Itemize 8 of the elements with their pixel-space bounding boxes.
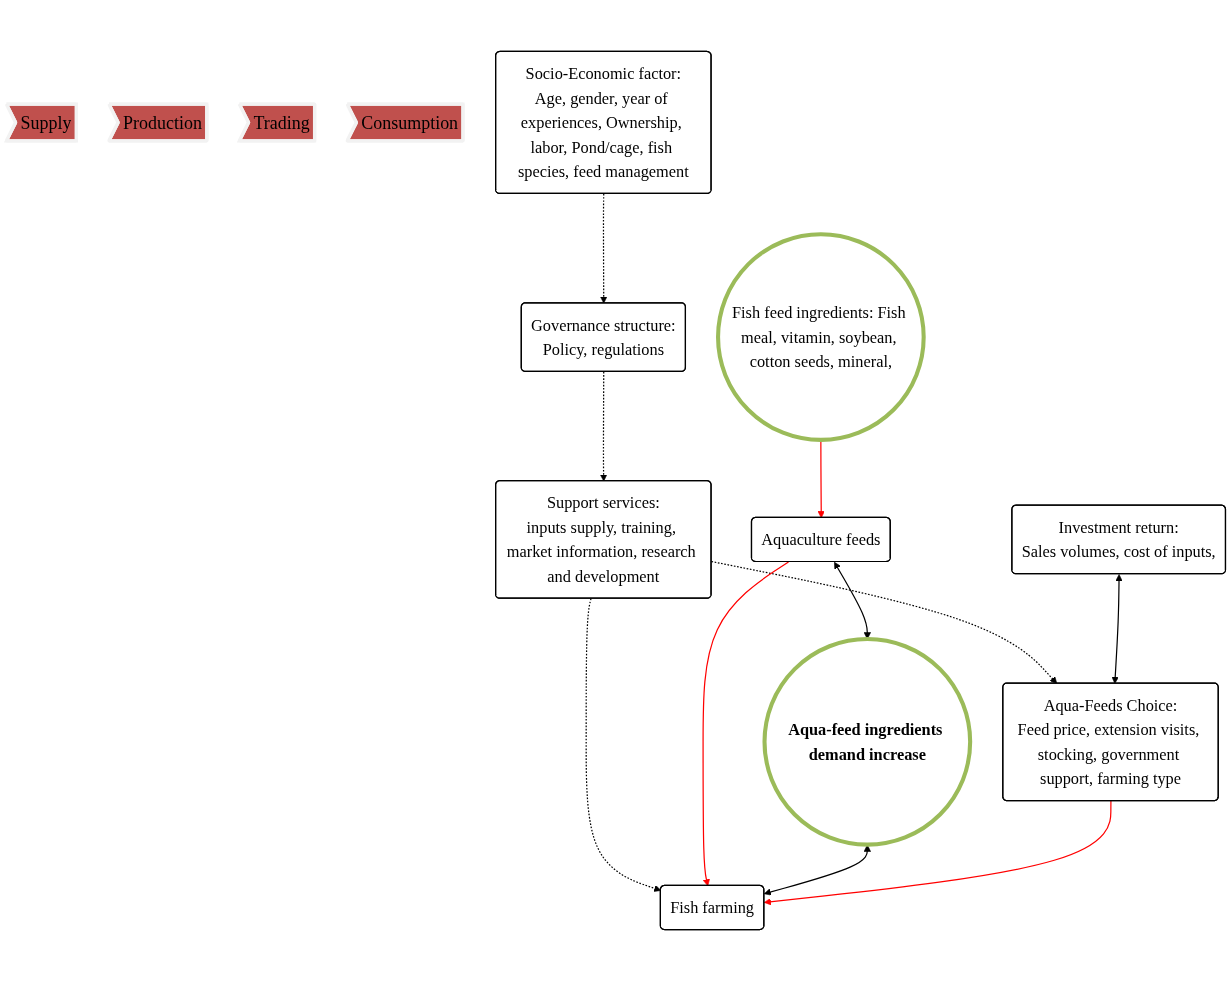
arrow <box>600 371 608 482</box>
arrow <box>1111 574 1123 684</box>
arrow <box>763 800 1112 906</box>
node-circle: Fish feed ingredients: Fish meal, vitamin, soybean, cotton seeds, mineral, <box>716 232 926 442</box>
node-circle: Aqua-feed ingredients demand increase <box>762 636 973 847</box>
arrow <box>585 598 662 892</box>
arrow <box>702 561 790 887</box>
arrow <box>600 193 608 304</box>
